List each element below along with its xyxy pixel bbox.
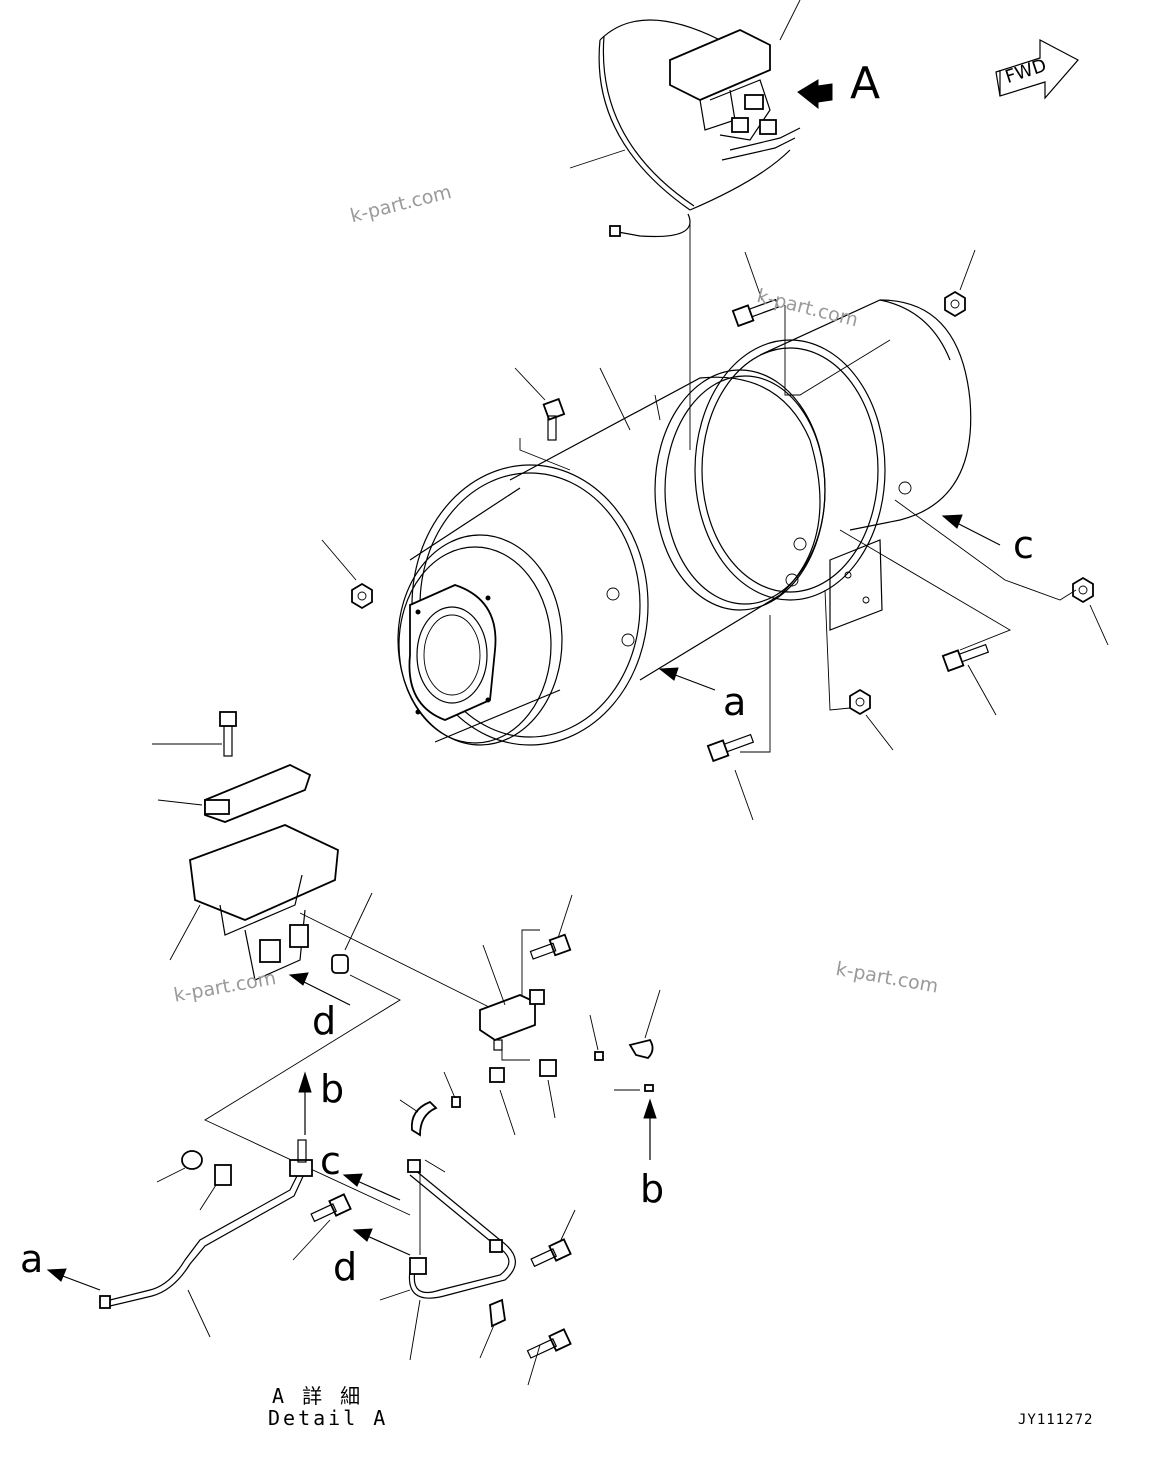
- fwd-direction-arrow: [995, 39, 1079, 100]
- detail-a-components: [46, 711, 661, 1386]
- muffler-assembly: [397, 299, 972, 746]
- muffler-fasteners: [351, 290, 1094, 763]
- callout-d-bracket: d: [312, 999, 337, 1043]
- callout-a-muffler: a: [723, 680, 747, 724]
- sensor-harness-assembly: [569, 0, 833, 238]
- drawing-code: JY111272: [1018, 1412, 1094, 1428]
- callout-b-left: b: [320, 1067, 345, 1111]
- callout-d-tube: d: [333, 1245, 358, 1289]
- detail-caption-english: Detail A: [268, 1406, 389, 1430]
- view-label-a: A: [850, 58, 881, 109]
- detail-caption-japanese: A 詳 細: [272, 1384, 364, 1408]
- callout-b-right: b: [640, 1167, 665, 1211]
- callout-c-muffler: c: [1013, 523, 1034, 567]
- callout-c-tube: c: [320, 1139, 341, 1183]
- callout-a-tube: a: [20, 1237, 44, 1281]
- muffler-leader-lines: [321, 220, 1109, 821]
